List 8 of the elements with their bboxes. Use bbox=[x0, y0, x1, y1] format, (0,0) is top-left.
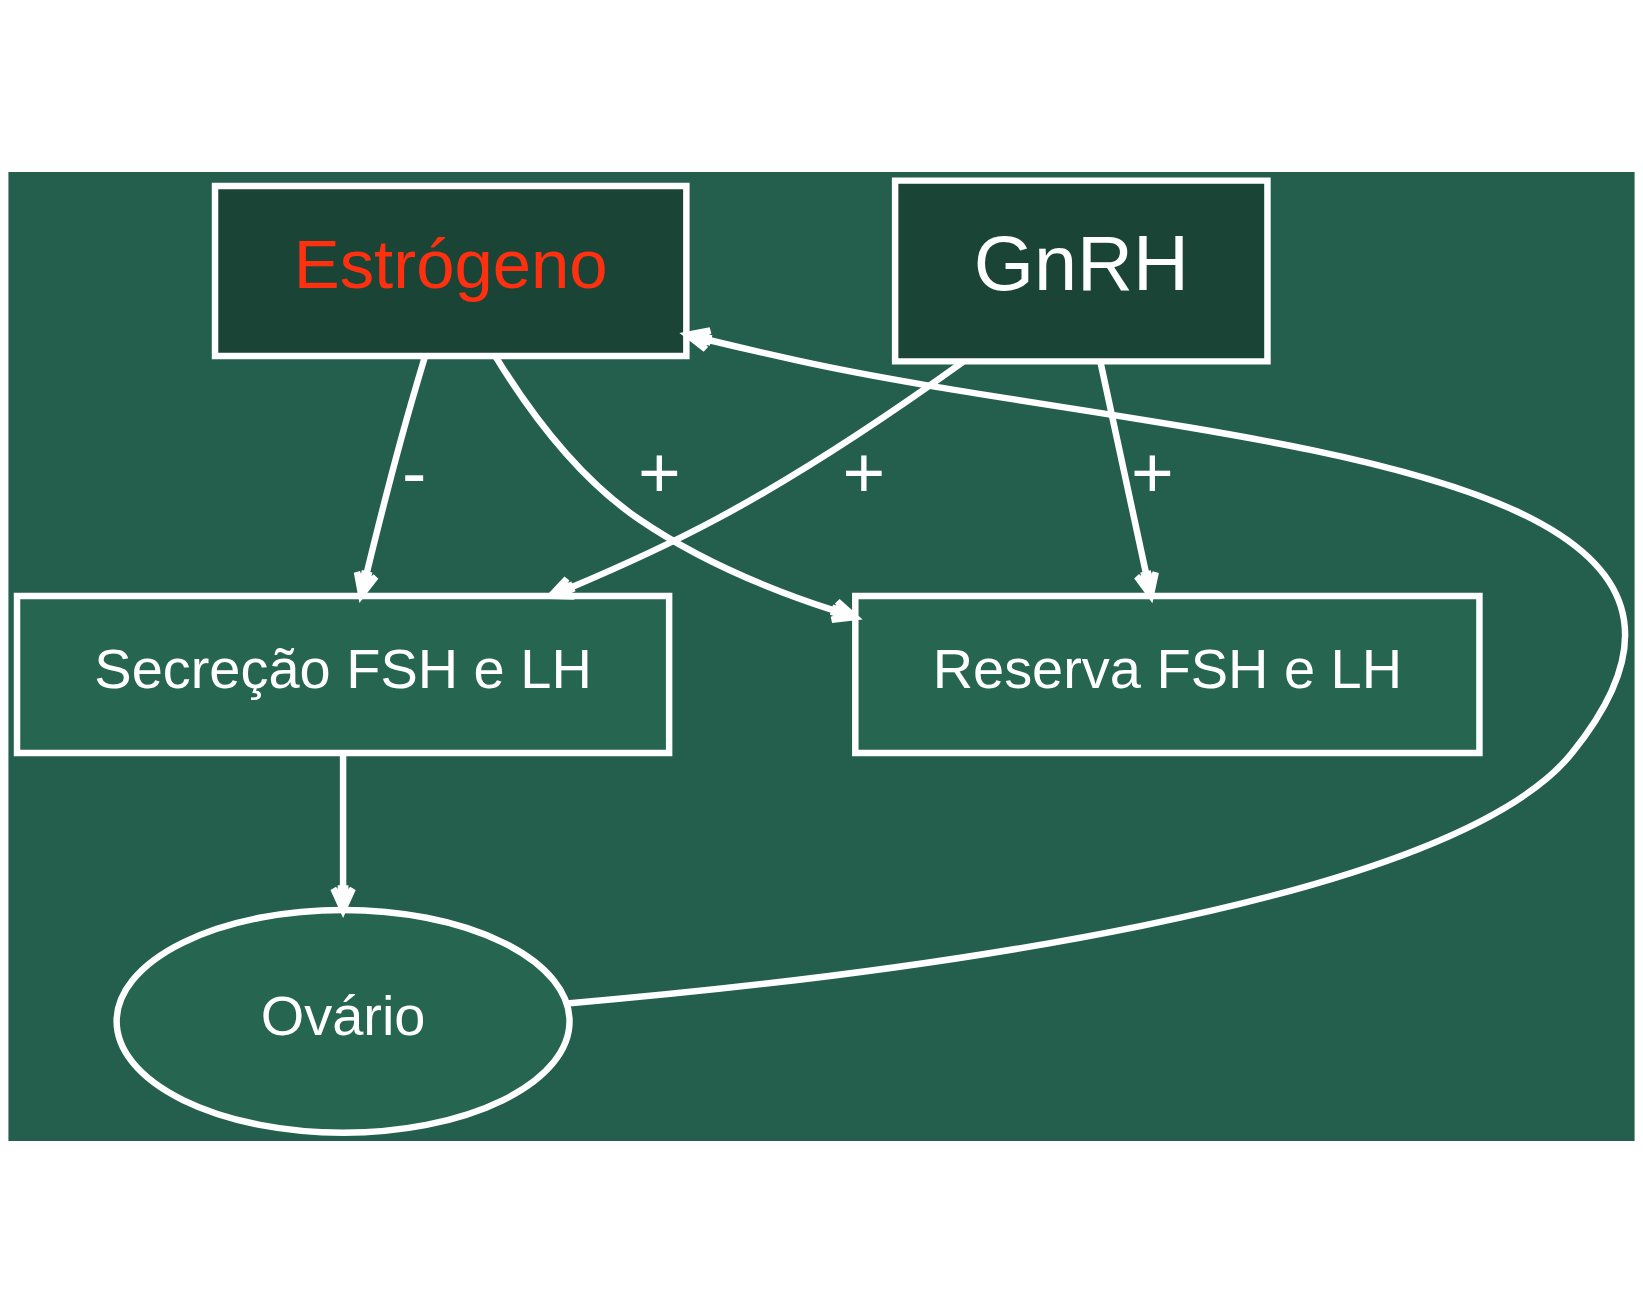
arrow bbox=[566, 327, 1627, 1007]
node-box: Secreção FSH e LH bbox=[13, 592, 673, 757]
edge-label: + bbox=[638, 431, 681, 514]
node-box: Estrógeno bbox=[211, 182, 690, 360]
edge-label: + bbox=[842, 431, 886, 514]
node-box: Reserva FSH e LH bbox=[852, 592, 1483, 757]
node-box: GnRH bbox=[891, 177, 1271, 365]
node-ellipse: Ovário bbox=[113, 906, 573, 1136]
